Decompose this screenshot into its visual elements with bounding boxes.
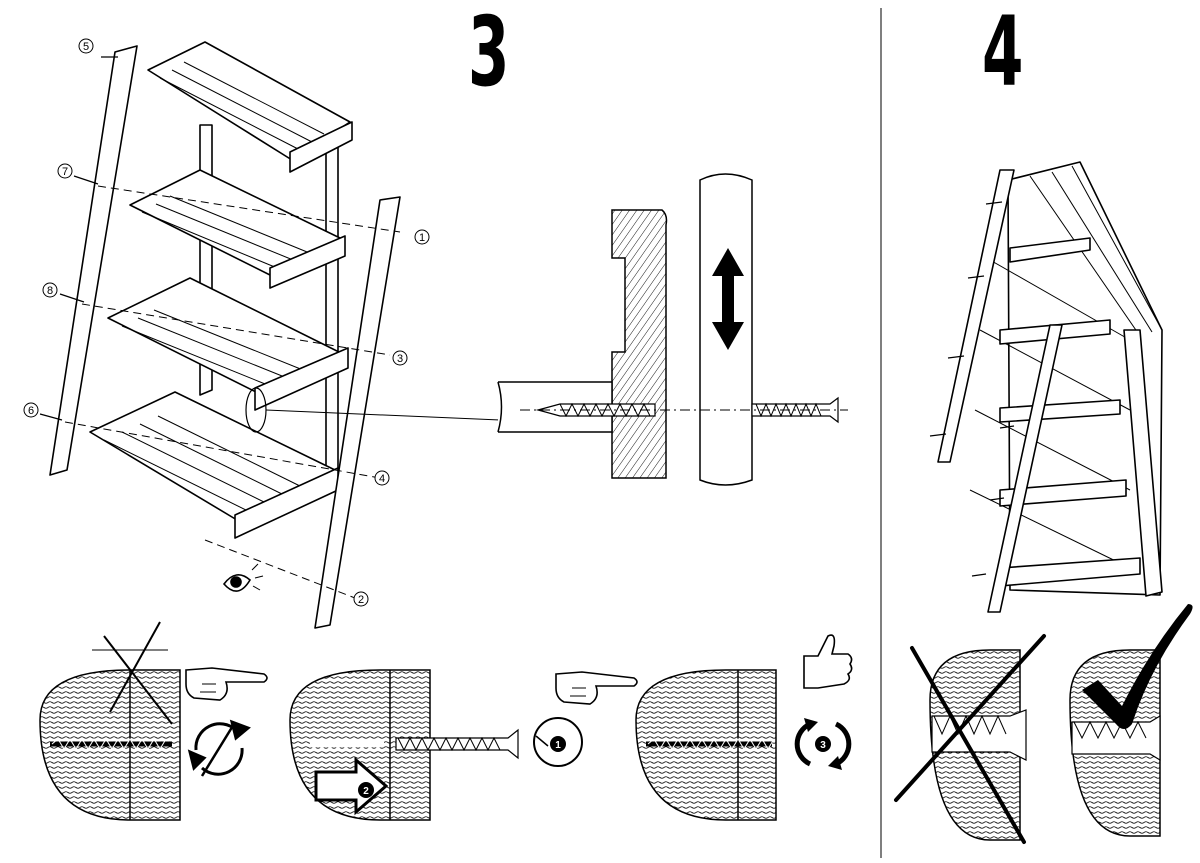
circle-turn-icon: 1: [533, 717, 583, 767]
svg-text:7: 7: [62, 166, 68, 178]
svg-text:5: 5: [83, 41, 89, 53]
svg-text:8: 8: [47, 285, 53, 297]
svg-text:2: 2: [358, 594, 364, 606]
rotate-icon: 3: [794, 718, 852, 770]
thumbs-up-icon: [803, 634, 853, 689]
svg-text:3: 3: [397, 353, 403, 365]
screw-sequence: [39, 621, 777, 821]
svg-text:1: 1: [555, 740, 561, 751]
svg-text:1: 1: [419, 232, 425, 244]
assembled-shelf-view: [929, 161, 1163, 613]
step-number-4: 4: [982, 0, 1024, 108]
pointing-hand-icon: [555, 671, 638, 705]
cross-icon: [894, 634, 1046, 844]
exploded-shelf-view: [39, 41, 501, 629]
eye-icon: [222, 563, 264, 592]
part-callouts: 5 7 8 6 1 3 4 2: [23, 38, 430, 607]
step-number-3: 3: [468, 0, 510, 108]
checkmark-icon: [1082, 604, 1193, 729]
rotate-icon: [187, 719, 251, 777]
push-arrow-icon: 2: [314, 756, 389, 816]
svg-text:4: 4: [379, 473, 385, 485]
joint-detail: [497, 173, 848, 486]
double-arrow-icon: [712, 248, 744, 350]
svg-text:6: 6: [28, 405, 34, 417]
svg-text:3: 3: [820, 740, 826, 751]
pointing-hand-icon: [185, 667, 268, 701]
svg-text:2: 2: [363, 786, 369, 797]
